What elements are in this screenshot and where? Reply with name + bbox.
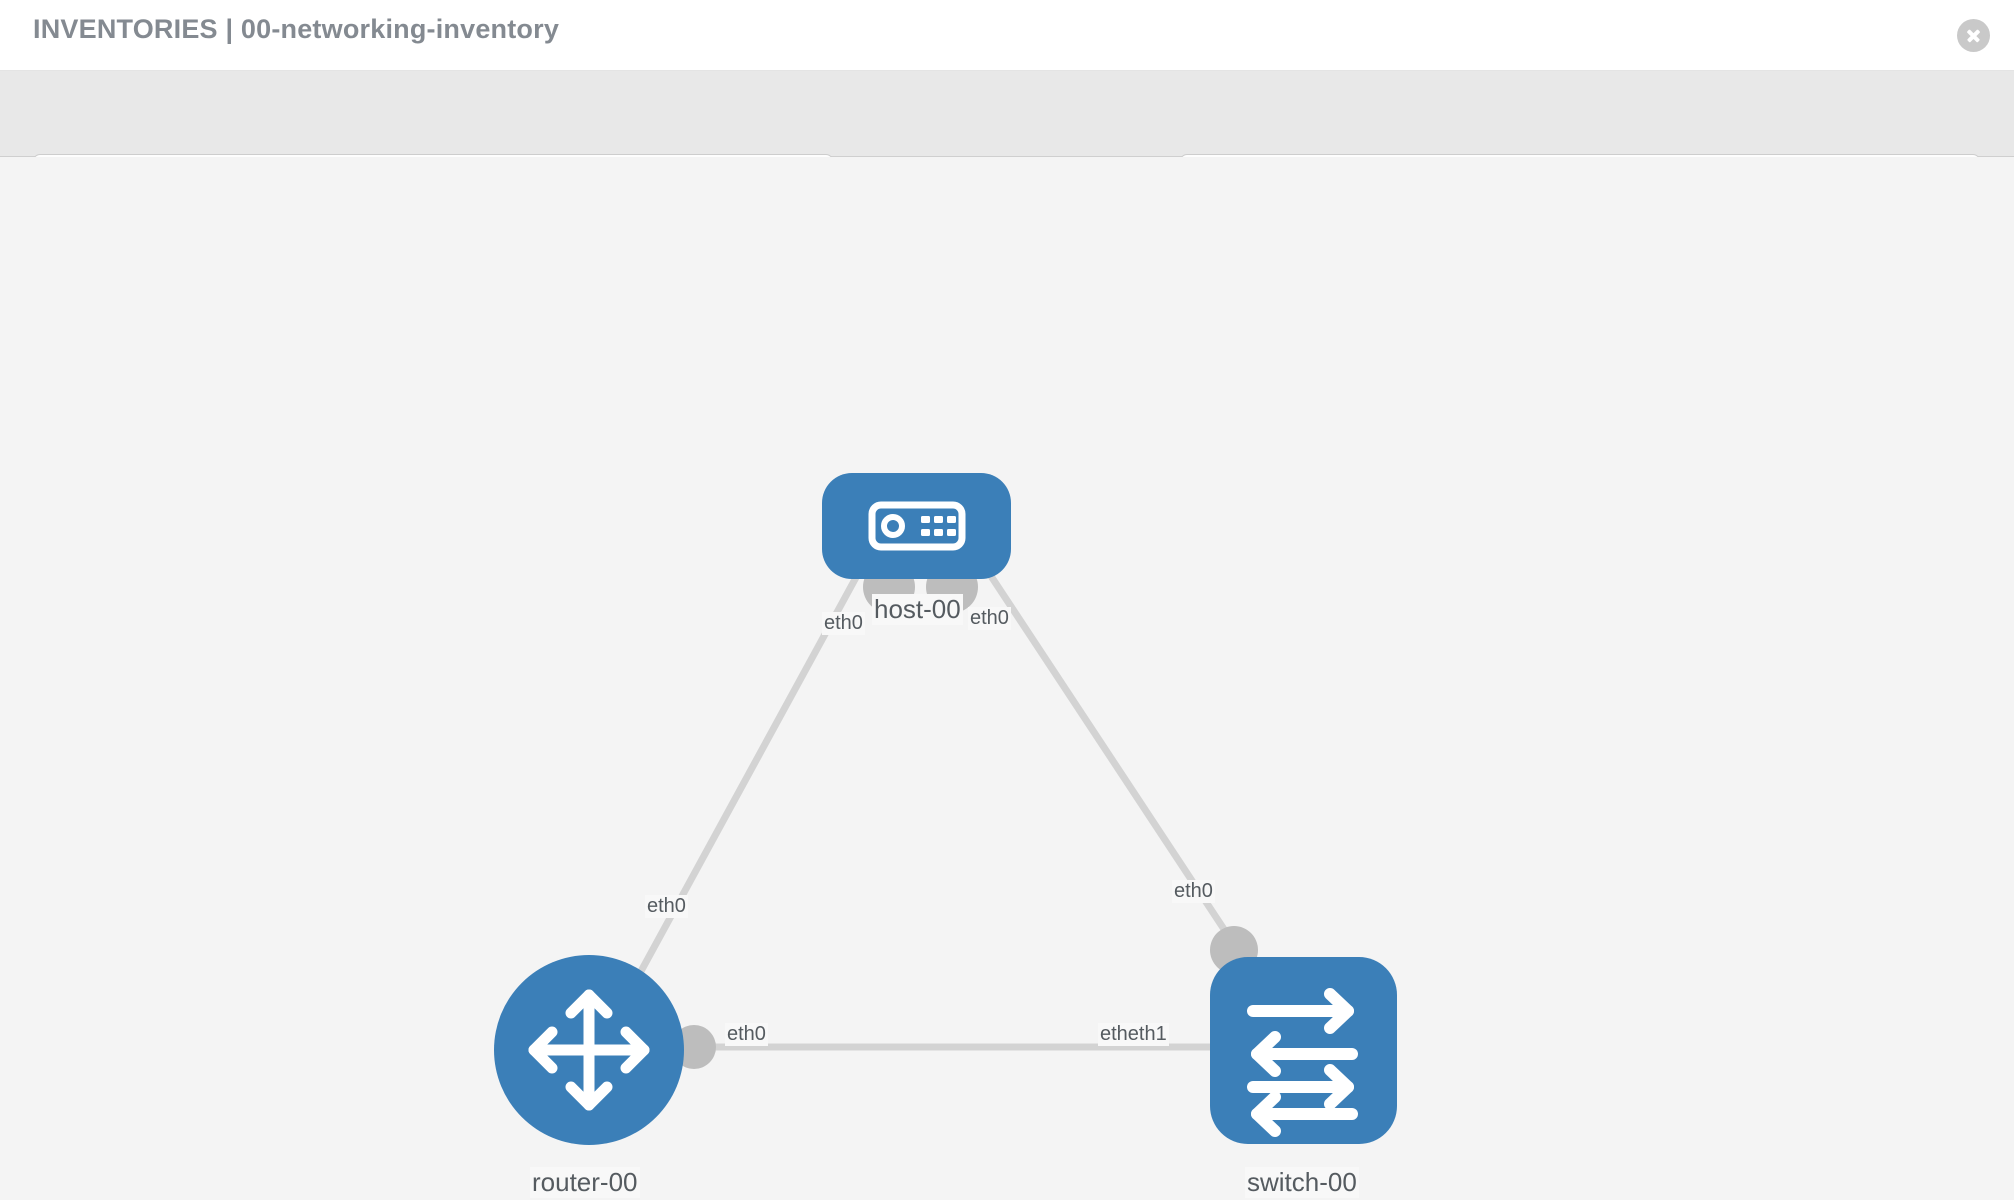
iface-label-router00-eth0[interactable]: eth0	[725, 1023, 768, 1046]
node-host-00[interactable]	[822, 473, 1011, 579]
iface-label-host00-right[interactable]: eth0	[968, 607, 1011, 630]
topology-interfaces	[672, 561, 1258, 1069]
node-label-switch-00[interactable]: switch-00	[1245, 1167, 1359, 1198]
iface-label-router00-uplink[interactable]: eth0	[645, 895, 688, 918]
server-icon	[868, 501, 966, 551]
node-switch-00[interactable]	[1210, 957, 1397, 1144]
page-title: INVENTORIES | 00-networking-inventory	[33, 14, 560, 44]
page-header: INVENTORIES | 00-networking-inventory	[0, 0, 2014, 71]
edge-host00-router00[interactable]	[612, 515, 893, 1019]
toolbar: ACTIONS SEARCH	[0, 71, 2014, 206]
node-router-00[interactable]	[494, 955, 684, 1145]
node-label-router-00[interactable]: router-00	[530, 1167, 640, 1198]
edge-host00-switch00[interactable]	[949, 515, 1275, 1004]
node-label-host-00[interactable]: host-00	[872, 594, 963, 625]
topology-canvas[interactable]: host-00 router-00 switch-00 eth0 eth0 et…	[0, 157, 2014, 1200]
router-arrows-icon	[528, 989, 650, 1111]
topology-edges	[612, 515, 1275, 1051]
iface-label-host00-left[interactable]: eth0	[822, 612, 865, 635]
switch-arrows-icon	[1247, 988, 1358, 1137]
iface-label-switch00-eth1[interactable]: etheth1	[1098, 1023, 1169, 1046]
iface-label-switch00-uplink[interactable]: eth0	[1172, 880, 1215, 903]
topology-graph	[494, 473, 1397, 1145]
close-icon[interactable]	[1957, 19, 1990, 52]
